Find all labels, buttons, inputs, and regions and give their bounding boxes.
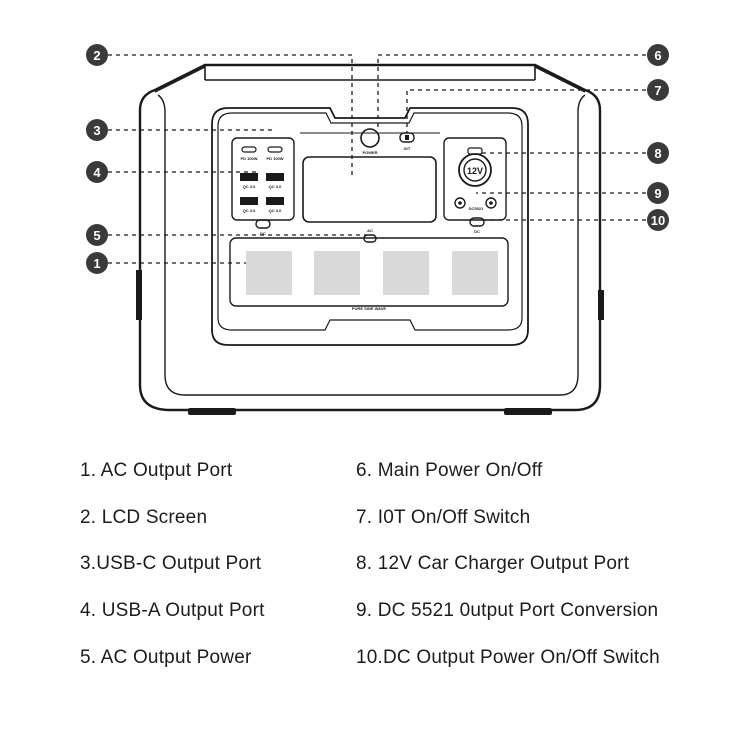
- legend-item-dc5521-port: 9. DC 5521 0utput Port Conversion: [356, 600, 659, 621]
- callout-1: 1: [86, 252, 108, 274]
- legend-item-ac-output-port: 1. AC Output Port: [80, 460, 233, 481]
- callout-5: 5: [86, 224, 108, 246]
- callout-8: 8: [647, 142, 669, 164]
- svg-text:QC 3.0: QC 3.0: [269, 184, 282, 189]
- power-button: POWER: [360, 128, 380, 155]
- svg-text:QC 3.0: QC 3.0: [269, 208, 282, 213]
- usb-dc-switch: DC: [255, 219, 271, 236]
- callout-2: 2: [86, 44, 108, 66]
- legend-item-usb-c-output-port: 3.USB-C Output Port: [80, 553, 262, 574]
- legend-item-main-power: 6. Main Power On/Off: [356, 460, 543, 481]
- legend-item-car-charger-port: 8. 12V Car Charger Output Port: [356, 553, 630, 574]
- svg-text:1: 1: [93, 256, 100, 271]
- svg-text:POWER: POWER: [362, 150, 377, 155]
- svg-text:PD 100W: PD 100W: [240, 156, 257, 161]
- callout-4: 4: [86, 161, 108, 183]
- callout-6: 6: [647, 44, 669, 66]
- svg-text:2: 2: [93, 48, 100, 63]
- svg-text:8: 8: [654, 146, 661, 161]
- legend-item-ac-output-power: 5. AC Output Power: [80, 647, 252, 668]
- leader-lines: [108, 54, 646, 264]
- svg-text:DC: DC: [474, 229, 480, 234]
- svg-text:9: 9: [654, 186, 661, 201]
- svg-text:6: 6: [654, 48, 661, 63]
- svg-text:IOT: IOT: [404, 146, 411, 151]
- callout-10: 10: [647, 209, 669, 231]
- svg-text:PURE SINE WAVE: PURE SINE WAVE: [352, 306, 386, 311]
- device-body: [136, 63, 604, 415]
- legend-item-lcd-screen: 2. LCD Screen: [80, 507, 208, 528]
- svg-text:4: 4: [93, 165, 101, 180]
- legend-item-iot-switch: 7. I0T On/Off Switch: [356, 507, 531, 528]
- dc-module: 12V DC5521: [443, 137, 507, 221]
- svg-text:3: 3: [93, 123, 100, 138]
- front-panel: [211, 107, 529, 346]
- svg-text:PD 100W: PD 100W: [266, 156, 283, 161]
- svg-text:QC 3.0: QC 3.0: [243, 184, 256, 189]
- svg-text:12V: 12V: [467, 166, 483, 176]
- svg-text:DC: DC: [260, 231, 266, 236]
- svg-text:10: 10: [651, 213, 665, 228]
- callout-9: 9: [647, 182, 669, 204]
- iot-switch: IOT: [399, 132, 415, 151]
- ac-outlet-bay: PURE SINE WAVE: [229, 237, 509, 311]
- legend-item-usb-a-output-port: 4. USB-A Output Port: [80, 600, 265, 621]
- svg-text:AC: AC: [367, 228, 373, 233]
- legend-item-dc-output-switch: 10.DC Output Power On/Off Switch: [356, 647, 660, 668]
- svg-text:DC5521: DC5521: [469, 206, 484, 211]
- svg-text:7: 7: [654, 83, 661, 98]
- callout-7: 7: [647, 79, 669, 101]
- svg-text:QC 3.0: QC 3.0: [243, 208, 256, 213]
- lcd-screen: [302, 156, 437, 223]
- callout-3: 3: [86, 119, 108, 141]
- usb-module: PD 100W PD 100W QC 3.0 QC 3.0 QC 3.0 QC …: [231, 137, 295, 221]
- svg-text:5: 5: [93, 228, 100, 243]
- dc-output-switch: DC: [469, 217, 485, 234]
